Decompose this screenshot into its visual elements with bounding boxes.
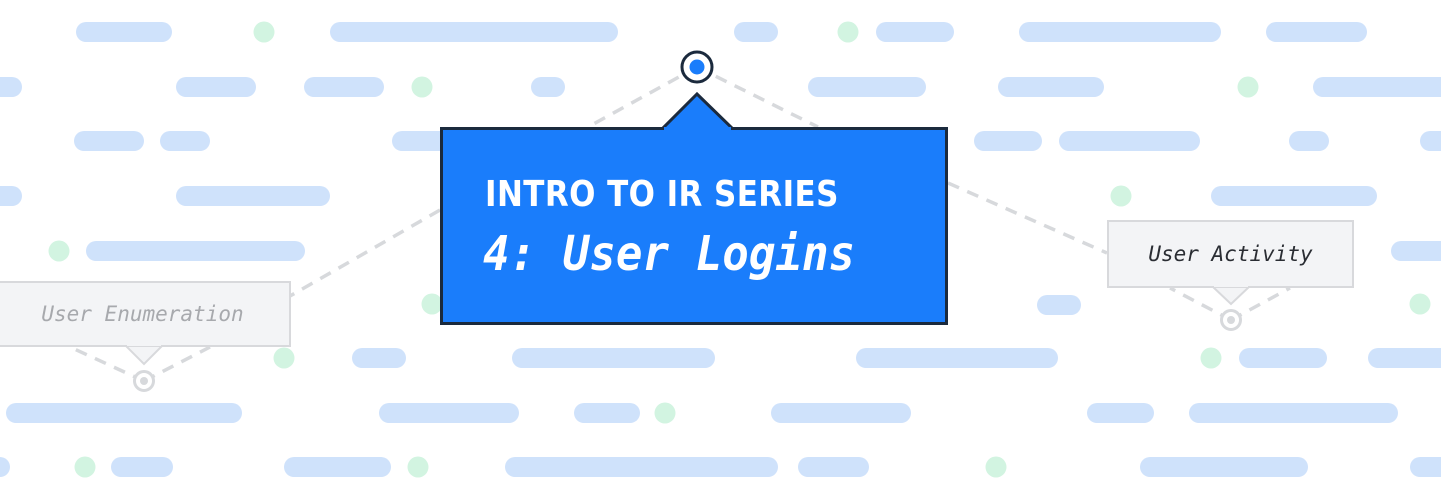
enumeration-node-icon [133, 370, 155, 392]
episode-title: 4: User Logins [483, 226, 856, 282]
green-dots [48, 21, 1431, 478]
series-title: INTRO TO IR SERIES [485, 174, 839, 215]
main-card-pointer [657, 91, 738, 132]
enum-card-pointer [122, 344, 166, 366]
code-line-dashes [0, 22, 1441, 477]
main-node-icon [680, 50, 714, 84]
activity-card-pointer [1209, 285, 1253, 306]
user-enumeration-label: User Enumeration [0, 281, 291, 347]
pointer-seam [664, 127, 731, 131]
title-card: INTRO TO IR SERIES 4: User Logins [440, 127, 948, 325]
enum-pointer-seam [127, 343, 161, 346]
user-activity-label: User Activity [1107, 220, 1354, 288]
activity-node-icon [1220, 309, 1242, 331]
dashed-connectors [69, 65, 1291, 383]
activity-pointer-seam [1214, 284, 1248, 287]
